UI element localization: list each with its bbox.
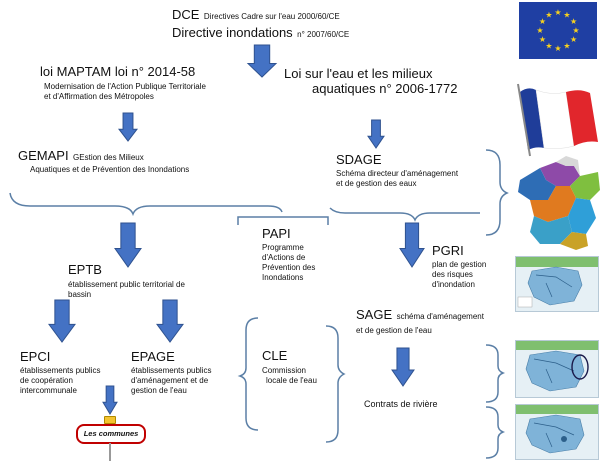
bracket-papi xyxy=(237,216,329,225)
arrow-gemapi xyxy=(114,222,142,268)
communes-sign: Les communes xyxy=(76,424,146,461)
maptam-desc-1: Modernisation de l'Action Publique Terri… xyxy=(44,82,206,91)
epage-line: d'aménagement et de xyxy=(131,376,209,385)
french-flag xyxy=(517,83,598,157)
eptb-abbr: EPTB xyxy=(68,262,102,277)
sage-line2: et de gestion de l'eau xyxy=(356,326,432,335)
epci-block: EPCI établissements publics de coopérati… xyxy=(20,349,100,396)
papi-block: PAPI Programme d'Actions de Prévention d… xyxy=(262,226,315,283)
brace-right-map3 xyxy=(485,406,506,459)
eu-flag: ★★★★★★★★★★★★ xyxy=(519,2,597,59)
communes-sign-pole xyxy=(109,443,111,461)
eu-star: ★ xyxy=(545,42,552,51)
directive-inondations-num: n° 2007/60/CE xyxy=(297,30,350,39)
arrow-loi-eau xyxy=(367,119,385,149)
brace-cle-left xyxy=(237,317,259,431)
yellow-sign xyxy=(104,416,116,424)
sdage-line1: Schéma directeur d'aménagement xyxy=(336,169,459,178)
arrow-sage xyxy=(391,347,415,387)
gemapi-block: GEMAPI GEstion des Milieux Aquatiques et… xyxy=(18,147,189,175)
cle-abbr: CLE xyxy=(262,348,288,363)
pgri-abbr: PGRI xyxy=(432,243,464,258)
eu-star: ★ xyxy=(539,35,546,44)
dce-block: DCE Directives Cadre sur l'eau 2000/60/C… xyxy=(172,6,349,42)
sdage-abbr: SDAGE xyxy=(336,152,382,167)
gemapi-line1: GEstion des Milieux xyxy=(73,153,144,162)
arrow-eptb-epage xyxy=(156,299,184,343)
eu-star: ★ xyxy=(536,26,543,35)
maptam-title: loi MAPTAM loi n° 2014-58 xyxy=(40,64,196,79)
arrow-maptam xyxy=(117,112,139,142)
sdage-line2: et de gestion des eaux xyxy=(336,179,417,188)
eu-star: ★ xyxy=(563,10,570,19)
loi-eau-line1: Loi sur l'eau et les milieux xyxy=(284,66,433,81)
arrow-epci-communes xyxy=(102,385,118,415)
basin-map-sage xyxy=(515,340,599,398)
cle-block: CLE Commission locale de l'eau xyxy=(262,348,317,386)
sdage-block: SDAGE Schéma directeur d'aménagement et … xyxy=(336,152,458,189)
gemapi-abbr: GEMAPI xyxy=(18,148,69,163)
pgri-block: PGRI plan de gestion des risques d'inond… xyxy=(432,243,486,290)
arrow-dce xyxy=(246,44,278,78)
eu-star: ★ xyxy=(554,44,561,53)
eu-star: ★ xyxy=(545,10,552,19)
epage-abbr: EPAGE xyxy=(131,349,175,364)
sage-line1: schéma d'aménagement xyxy=(396,312,484,321)
directive-inondations: Directive inondations xyxy=(172,25,293,40)
france-regions-map xyxy=(518,156,600,250)
dce-desc: Directives Cadre sur l'eau 2000/60/CE xyxy=(203,12,340,21)
eu-star: ★ xyxy=(563,42,570,51)
eptb-line1: établissement public territorial de xyxy=(68,280,185,289)
epci-abbr: EPCI xyxy=(20,349,51,364)
communes-sign-plate: Les communes xyxy=(76,424,146,444)
eu-star: ★ xyxy=(570,17,577,26)
papi-line: Inondations xyxy=(262,273,304,282)
papi-line: Prévention des xyxy=(262,263,316,272)
epci-line: intercommunale xyxy=(20,386,77,395)
brace-right-map2 xyxy=(485,344,506,403)
papi-line: Programme xyxy=(262,243,304,252)
cle-line2: locale de l'eau xyxy=(266,376,317,385)
epci-line: établissements publics xyxy=(20,366,101,375)
loi-eau-line2: aquatiques n° 2006-1772 xyxy=(312,81,458,96)
cle-line1: Commission xyxy=(262,366,307,375)
arrow-eptb-epci xyxy=(48,299,76,343)
dce-abbr: DCE xyxy=(172,7,200,22)
eu-star: ★ xyxy=(554,8,561,17)
epage-line: établissements publics xyxy=(131,366,212,375)
epci-line: de coopération xyxy=(20,376,73,385)
papi-line: d'Actions de xyxy=(262,253,306,262)
sage-abbr: SAGE xyxy=(356,307,393,322)
brace-bottom-right xyxy=(329,207,480,222)
brace-cle-right xyxy=(325,325,346,443)
pgri-line: d'inondation xyxy=(432,280,475,289)
brace-bottom-left xyxy=(9,192,283,217)
loi-eau-block: Loi sur l'eau et les milieux aquatiques … xyxy=(284,66,457,96)
pgri-line: plan de gestion xyxy=(432,260,487,269)
pgri-line: des risques xyxy=(432,270,473,279)
gemapi-line2: Aquatiques et de Prévention des Inondati… xyxy=(30,165,190,174)
brace-right-france xyxy=(485,149,509,236)
epage-line: gestion de l'eau xyxy=(131,386,187,395)
maptam-desc-2: et d'Affirmation des Métropoles xyxy=(44,92,154,101)
basin-map-contrats xyxy=(515,404,599,460)
eu-star: ★ xyxy=(539,17,546,26)
eptb-line2: bassin xyxy=(68,290,92,299)
papi-abbr: PAPI xyxy=(262,226,291,241)
eu-star: ★ xyxy=(572,26,579,35)
eu-star: ★ xyxy=(570,35,577,44)
sage-block: SAGE schéma d'aménagement et de gestion … xyxy=(356,306,484,336)
contrats-riviere: Contrats de rivière xyxy=(364,399,438,409)
epage-block: EPAGE établissements publics d'aménageme… xyxy=(131,349,211,396)
maptam-block: loi MAPTAM loi n° 2014-58 Modernisation … xyxy=(40,64,206,102)
arrow-sdage xyxy=(399,222,425,268)
basin-map-pgri xyxy=(515,256,599,312)
eptb-block: EPTB établissement public territorial de… xyxy=(68,262,185,300)
